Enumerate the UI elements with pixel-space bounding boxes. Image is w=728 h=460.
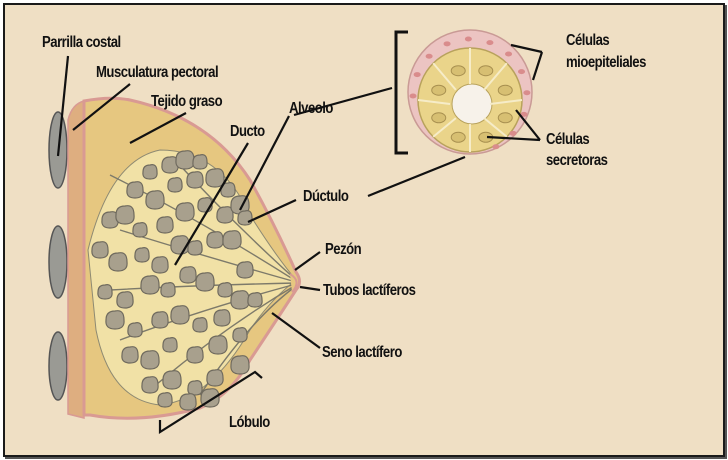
cell-border [417, 99, 451, 105]
lobule-blob [162, 337, 178, 353]
lobule-blob [115, 205, 135, 225]
secretory-nucleus [450, 65, 466, 77]
lobule-blob [237, 210, 253, 226]
label-alveolus: Alveolo [289, 100, 333, 117]
lobule-blob [187, 380, 203, 396]
label-myoepithelial-cells: Células [566, 32, 610, 49]
myoepithelial-nucleus [492, 144, 500, 150]
lobule-blob [167, 177, 183, 193]
lobule-blob [230, 355, 250, 375]
lobule-blob [142, 164, 158, 180]
secretory-nucleus [450, 131, 466, 143]
lobule-blob [157, 392, 173, 408]
cell-border [483, 117, 508, 138]
lobule-blob [105, 310, 125, 330]
lobule-blob [162, 370, 182, 390]
myoepithelial-nucleus [505, 51, 513, 57]
rib [48, 225, 68, 299]
lobule-blob [213, 309, 231, 327]
lobule-blob [97, 284, 113, 300]
label-rib-cage: Parrilla costal [42, 34, 121, 51]
lobule-blob [206, 369, 224, 387]
myoepithelial-nucleus [409, 93, 417, 99]
cell-border [489, 99, 523, 105]
alveolus-lumen [451, 83, 493, 125]
lobule-blob [175, 202, 195, 222]
lobule-blob [179, 393, 197, 411]
lobule-blob [145, 190, 165, 210]
label-secretory-cells: Células [546, 131, 590, 148]
lobule-blob [208, 335, 228, 355]
lobule-blob [206, 231, 224, 249]
lobule-blob [236, 261, 254, 279]
lobule-blob [141, 376, 159, 394]
myoepithelial-nucleus [518, 69, 526, 75]
alveolus-bracket [394, 30, 408, 155]
lobule-blob [216, 206, 234, 224]
lobules [91, 150, 263, 411]
label-pectoral-muscle: Musculatura pectoral [96, 64, 219, 81]
myoepithelial-nucleus [464, 36, 472, 42]
lobule-blob [151, 256, 169, 274]
cell-border [432, 62, 457, 91]
lobule-blob [230, 290, 250, 310]
lobule-blob [140, 350, 160, 370]
myoepithelial-nucleus [523, 90, 531, 96]
secretory-nucleus [431, 112, 447, 124]
lobule-blob [187, 240, 203, 256]
myoepithelial-nucleus [520, 111, 528, 117]
lobule-blob [170, 305, 190, 325]
label-lactiferous-sinus: Seno lactífero [322, 344, 402, 361]
lobule-blob [121, 346, 139, 364]
cell-border [432, 117, 457, 138]
lobule-blob [116, 291, 134, 309]
lobule-blob [91, 241, 109, 259]
lobule-blob [175, 150, 195, 170]
alveolus-inset [394, 29, 533, 155]
label-ductule: Dúctulo [303, 188, 349, 205]
nipple [289, 273, 298, 293]
label-nipple: Pezón [325, 241, 362, 258]
lobule-blob [132, 222, 148, 238]
label-lactiferous-ducts: Tubos lactíferos [323, 282, 416, 299]
lobule-blob [156, 216, 174, 234]
rib [48, 331, 68, 401]
lobule-blob [179, 266, 197, 284]
leader-lines [56, 43, 544, 434]
myoepithelial-nucleus [486, 40, 494, 46]
lobule-blob [108, 252, 128, 272]
lobule-blob [217, 282, 233, 298]
myoepithelial-nucleus [443, 41, 451, 47]
lobule-blob [192, 154, 208, 170]
myoepithelial-nucleus [425, 53, 433, 59]
label-duct: Ducto [230, 123, 265, 140]
lobule-blob [232, 327, 248, 343]
alveolus-cells [409, 36, 531, 152]
secretory-nucleus [497, 84, 513, 96]
myoepithelial-nucleus [509, 130, 517, 136]
secretory-nucleus [497, 112, 513, 124]
cell-border [483, 62, 508, 91]
pectoral-muscle [67, 100, 85, 419]
secretory-nucleus [478, 65, 494, 77]
lobule-blob [186, 346, 204, 364]
label-fat-tissue: Tejido graso [151, 93, 223, 110]
label-secretory-cells-2: secretoras [546, 152, 608, 169]
lobule-blob [134, 247, 150, 263]
lobule-blob [127, 322, 143, 338]
lobule-blob [222, 230, 242, 250]
lobule-blob [151, 311, 169, 329]
label-lobule: Lóbulo [229, 414, 270, 431]
lobule-blob [205, 168, 225, 188]
label-myoepithelial-cells-2: mioepiteliales [566, 54, 646, 71]
lobule-blob [192, 317, 208, 333]
secretory-nucleus [431, 84, 447, 96]
lobule-blob [195, 272, 215, 292]
lobule-blob [247, 292, 263, 308]
lobule-blob [140, 275, 160, 295]
myoepithelial-nucleus [413, 72, 421, 78]
lobule-blob [126, 181, 144, 199]
lobule-blob [186, 171, 204, 189]
lobule-blob [160, 282, 176, 298]
